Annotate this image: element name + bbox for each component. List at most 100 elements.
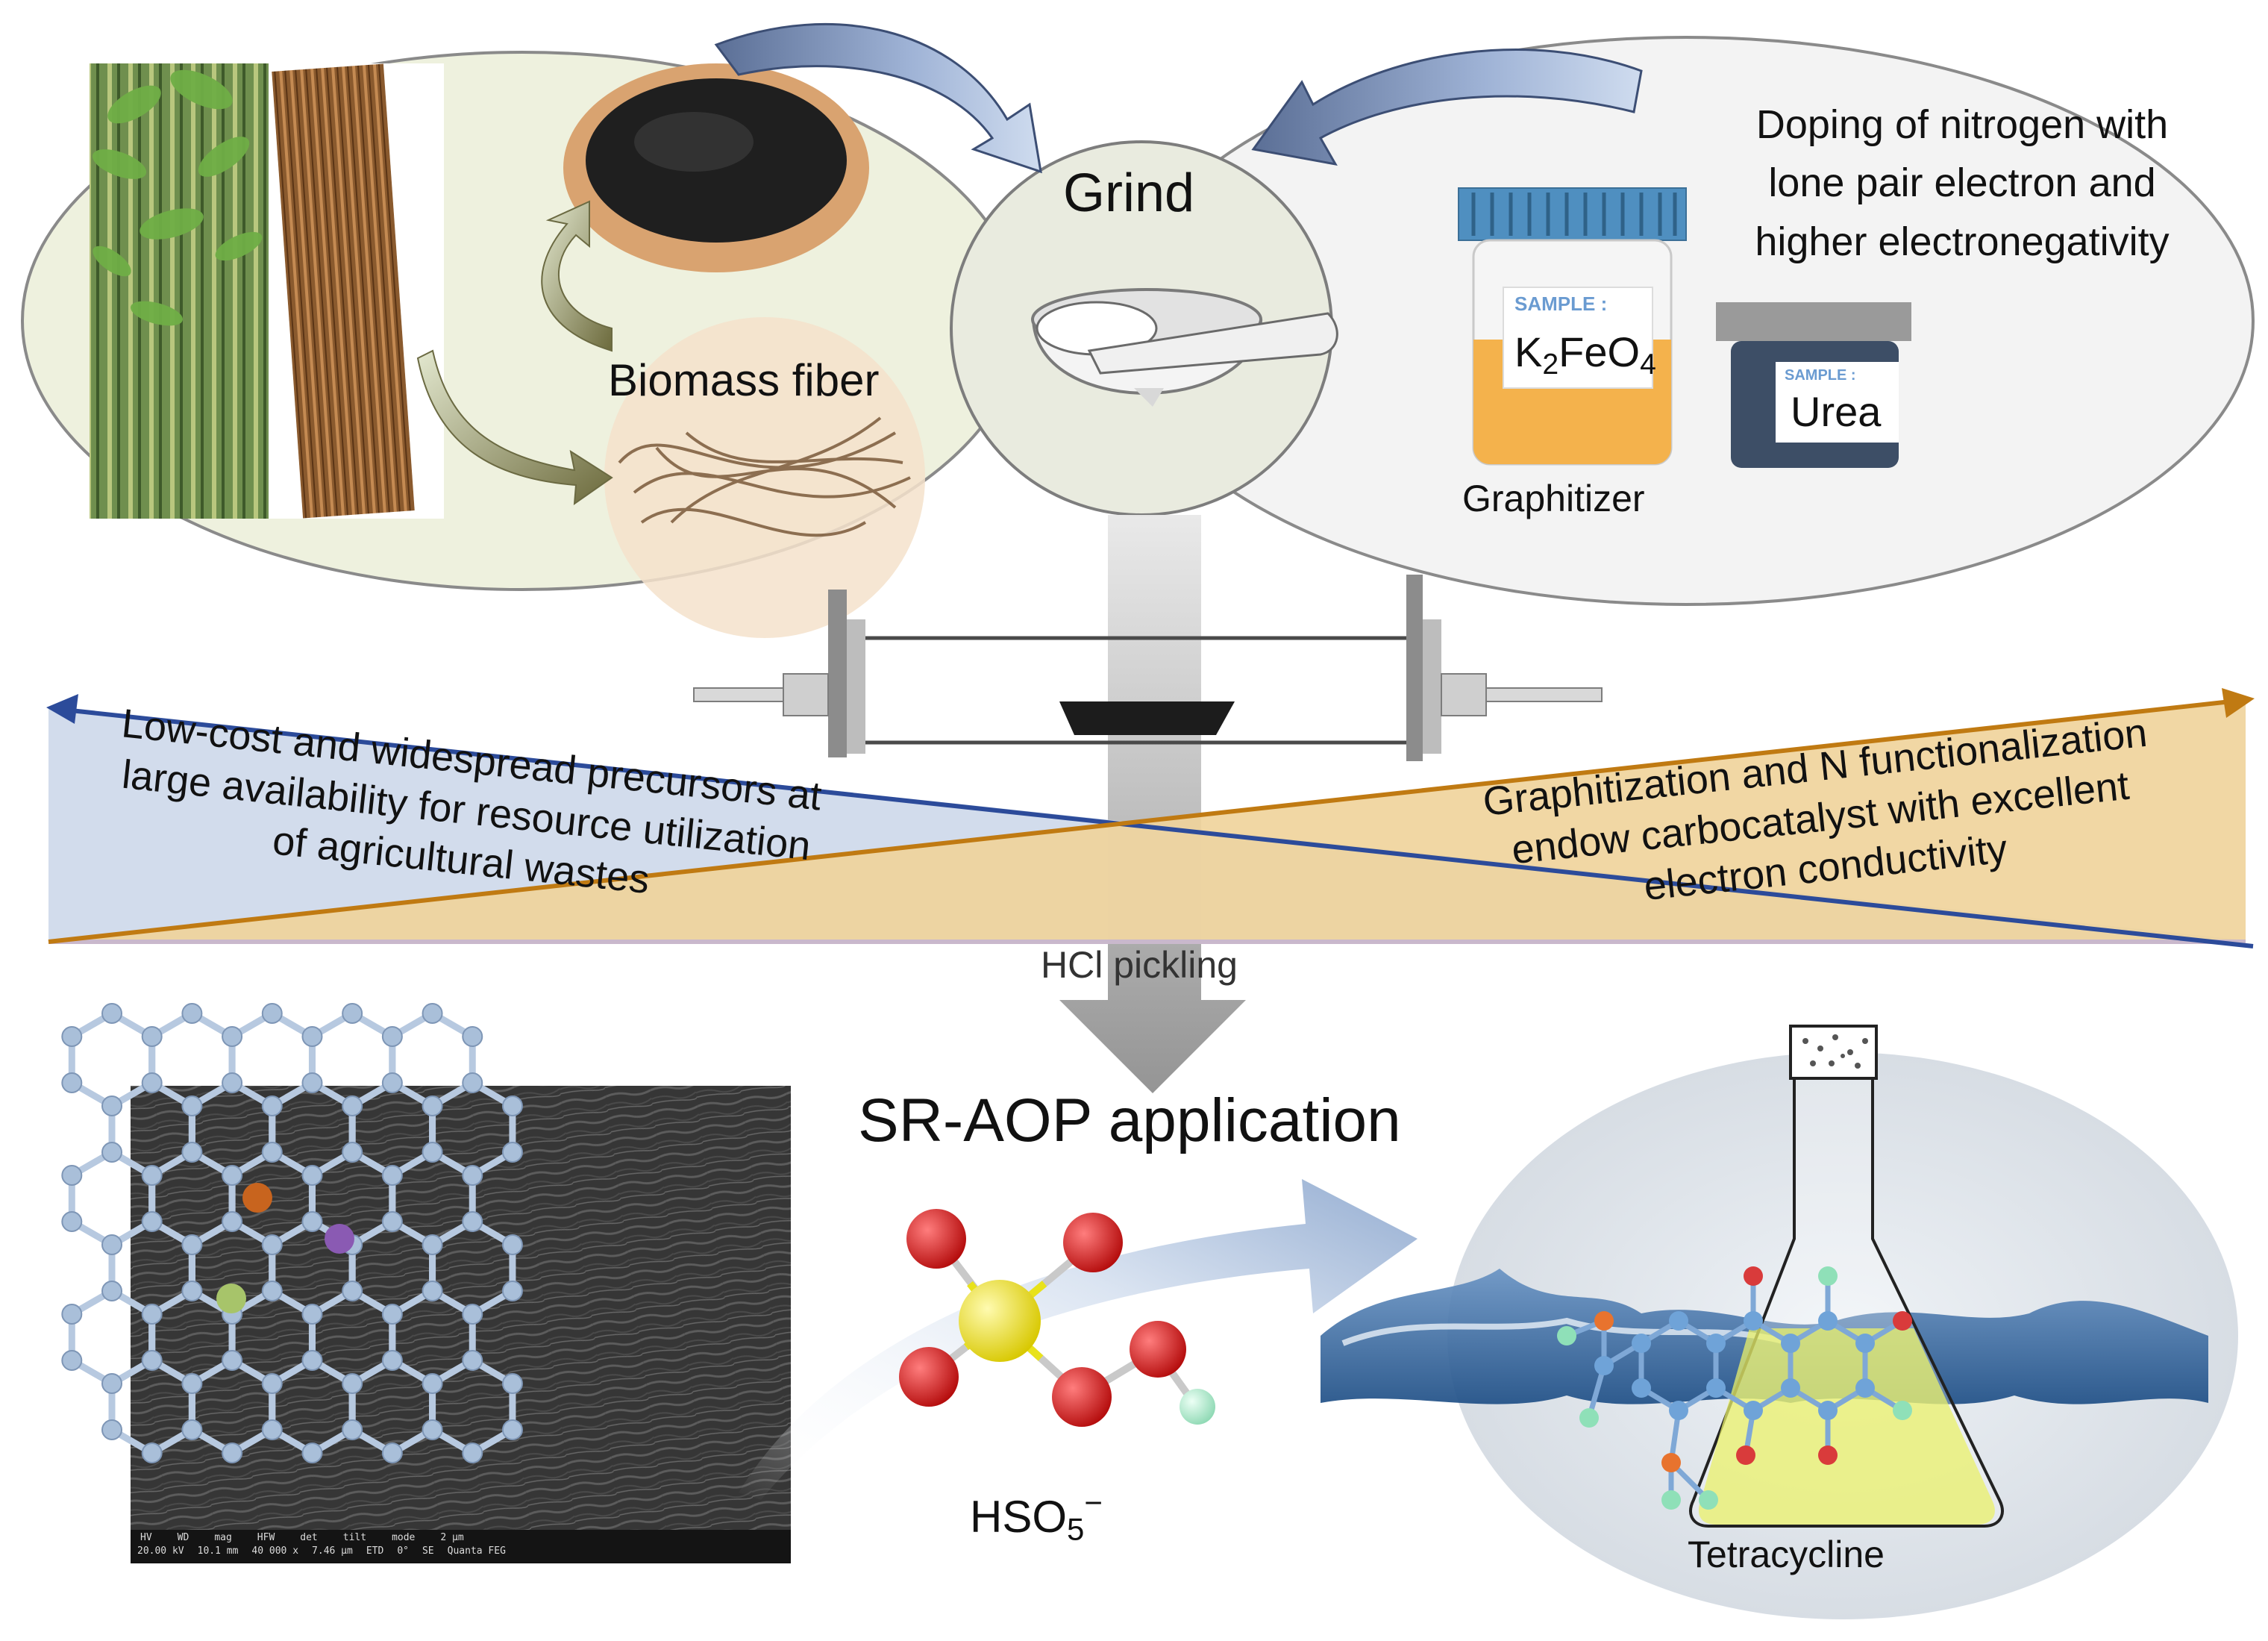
graphene-atom xyxy=(141,1350,163,1371)
tetracycline-atom xyxy=(1594,1356,1614,1375)
sem-bar-value: 7.46 μm xyxy=(312,1545,353,1557)
tetracycline-atom xyxy=(1818,1266,1838,1286)
graphene-atom xyxy=(342,1142,363,1163)
tetracycline-molecule xyxy=(1557,1266,1912,1510)
sr-aop-label: SR-AOP application xyxy=(858,1087,1401,1154)
tetracycline-atom xyxy=(1669,1401,1688,1420)
k2feo4-label: K2FeO4 xyxy=(1514,328,1656,381)
application-arrow xyxy=(739,1179,1418,1500)
graphene-atom xyxy=(261,1003,283,1024)
k2feo4-sub-4: 4 xyxy=(1640,348,1656,381)
graphene-atom xyxy=(501,1419,523,1440)
urea-jar-icon xyxy=(1716,302,1911,468)
tetracycline-atom xyxy=(1855,1378,1875,1398)
curve-arrow-right xyxy=(416,349,613,506)
hso5-hso: HSO xyxy=(970,1492,1068,1542)
tetracycline-atom xyxy=(1893,1401,1912,1420)
graphene-atom xyxy=(301,1165,323,1186)
right-arrow-curved-icon xyxy=(1251,49,1643,166)
graphene-atom xyxy=(141,1442,163,1463)
graphene-atom xyxy=(61,1304,83,1325)
dopant-atom-purple xyxy=(325,1224,354,1254)
tetracycline-atom xyxy=(1855,1334,1875,1353)
hso5-sub-5: 5 xyxy=(1067,1511,1085,1547)
tetracycline-atom xyxy=(1706,1378,1726,1398)
graphene-atom xyxy=(422,1142,443,1163)
left-arrow-curved-icon xyxy=(714,22,1042,174)
graphene-atom xyxy=(422,1419,443,1440)
graphene-lattice-icon xyxy=(61,1003,523,1463)
sem-bar-value: ETD xyxy=(366,1545,384,1557)
graphene-atom xyxy=(301,1072,323,1093)
tetracycline-atom xyxy=(1744,1401,1763,1420)
graphene-atom xyxy=(222,1350,243,1371)
dopant-atom-green xyxy=(216,1284,246,1313)
tetracycline-atom xyxy=(1893,1311,1912,1331)
tetracycline-atom xyxy=(1632,1378,1651,1398)
graphene-atom xyxy=(61,1211,83,1232)
tetracycline-atom xyxy=(1669,1311,1688,1331)
k2feo4-sample-tag: SAMPLE : xyxy=(1514,293,1608,315)
graphene-atom xyxy=(61,1026,83,1047)
sem-bar-header: HV xyxy=(140,1532,152,1543)
sem-bar-header: det xyxy=(300,1532,318,1543)
graphene-atom xyxy=(301,1350,323,1371)
hso5-molecule-icon xyxy=(899,1209,1215,1427)
graphene-atom xyxy=(141,1165,163,1186)
sem-bar-value: 0° xyxy=(397,1545,409,1557)
graphene-atom xyxy=(181,1234,203,1255)
graphene-atom xyxy=(381,1304,403,1325)
graphene-atom xyxy=(342,1095,363,1116)
graphene-atom xyxy=(462,1442,483,1463)
graphene-atom xyxy=(462,1165,483,1186)
hso5-charge: − xyxy=(1084,1485,1103,1520)
graphene-atom xyxy=(141,1211,163,1232)
graphene-atom xyxy=(141,1072,163,1093)
graphene-atom xyxy=(381,1165,403,1186)
tetracycline-atom xyxy=(1557,1326,1576,1345)
graphene-atom xyxy=(101,1095,122,1116)
orange-arrowhead xyxy=(2222,688,2255,718)
sem-bar-value: 40 000 x xyxy=(251,1545,299,1557)
tetracycline-atom xyxy=(1706,1334,1726,1353)
graphene-atom xyxy=(141,1304,163,1325)
graphene-atom xyxy=(301,1442,323,1463)
tetracycline-atom xyxy=(1744,1266,1763,1286)
tetracycline-atom xyxy=(1818,1311,1838,1331)
tetracycline-atom xyxy=(1818,1401,1838,1420)
hcl-pickling-label: HCl pickling xyxy=(1041,944,1238,986)
graphene-atom xyxy=(61,1165,83,1186)
graphene-atom xyxy=(422,1095,443,1116)
graphene-atom xyxy=(381,1072,403,1093)
flask-icon xyxy=(1689,1025,2004,1528)
graphene-atom xyxy=(222,1165,243,1186)
graphene-atom xyxy=(501,1095,523,1116)
graphene-atom xyxy=(422,1234,443,1255)
graphene-atom xyxy=(342,1003,363,1024)
graphene-atom xyxy=(101,1234,122,1255)
graphene-atom xyxy=(222,1072,243,1093)
sem-bar-header: HFW xyxy=(257,1532,275,1543)
graphene-atom xyxy=(61,1350,83,1371)
graphene-atom xyxy=(181,1142,203,1163)
tetracycline-label: Tetracycline xyxy=(1688,1534,1885,1575)
graphene-atom xyxy=(101,1003,122,1024)
carbon-powder-bowl xyxy=(563,63,869,272)
graphene-atom xyxy=(222,1026,243,1047)
graphene-atom xyxy=(261,1281,283,1301)
graphene-atom xyxy=(261,1142,283,1163)
fiber-sticks-photo xyxy=(269,63,444,519)
graphene-atom xyxy=(222,1211,243,1232)
graphene-atom xyxy=(101,1281,122,1301)
blue-trend-line xyxy=(70,708,2254,948)
graphene-atom xyxy=(501,1234,523,1255)
graphene-atom xyxy=(381,1442,403,1463)
sem-bar-value: 10.1 mm xyxy=(197,1545,239,1557)
tetracycline-atom xyxy=(1699,1490,1718,1510)
graphene-atom xyxy=(301,1304,323,1325)
graphene-atom xyxy=(261,1373,283,1394)
grind-label: Grind xyxy=(1063,163,1195,223)
